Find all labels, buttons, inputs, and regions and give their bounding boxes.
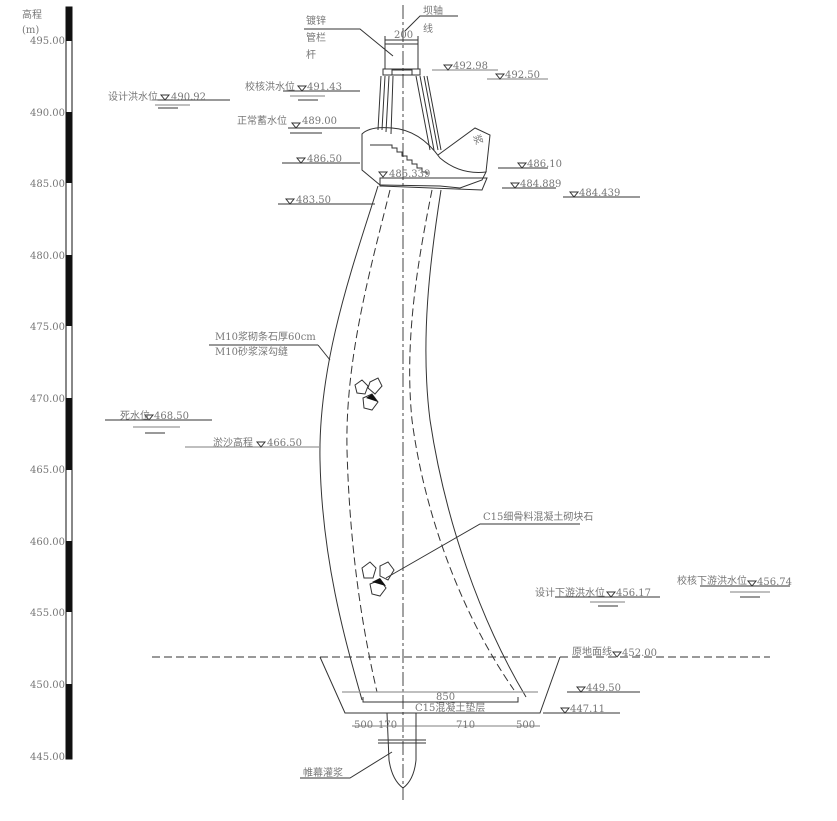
- railing-label: 管栏: [306, 31, 326, 44]
- splash-label: 浆: [470, 133, 486, 147]
- check-downstream-value: 456.74: [757, 577, 792, 588]
- foundation: [152, 656, 770, 789]
- grout-curtain: [386, 712, 417, 789]
- level-447-11: 447.11: [570, 704, 605, 715]
- normal-pool-value: 489.00: [302, 116, 337, 127]
- check-flood-label: 校核洪水位: [245, 80, 295, 93]
- dim-500-right: 500: [516, 720, 535, 731]
- masonry-label: M10浆砌条石厚60cm: [215, 330, 316, 343]
- design-downstream-label: 设计下游洪水位: [535, 586, 605, 599]
- dam-axis-label: 线: [423, 22, 433, 35]
- axis-tick: 445.00: [30, 752, 65, 763]
- axis-tick: 465.00: [30, 465, 65, 476]
- level-marker-icon: [143, 64, 758, 714]
- axis-unit: (m): [22, 25, 39, 36]
- crest-width-dim: 200: [394, 30, 413, 41]
- axis-title: 高程: [22, 8, 42, 21]
- core-material-label: C15细骨料混凝土砌块石: [483, 510, 593, 523]
- block-stone-icon: [354, 377, 383, 411]
- dam-crest: [361, 36, 491, 191]
- level-484-439: 484.439: [579, 188, 620, 199]
- railing-label: 杆: [306, 49, 316, 61]
- axis-tick: 485.00: [30, 179, 65, 190]
- silt-level-value: 466.50: [267, 438, 302, 449]
- dim-170: 170: [378, 720, 397, 731]
- design-flood-value: 490.92: [171, 92, 206, 103]
- dam-body: [319, 185, 527, 701]
- dim-710: 710: [456, 720, 475, 731]
- level-492-98: 492.98: [453, 61, 488, 72]
- axis-tick: 495.00: [30, 36, 65, 47]
- normal-pool-label: 正常蓄水位: [237, 114, 287, 127]
- axis-tick: 455.00: [30, 608, 65, 619]
- check-flood-value: 491.43: [307, 82, 342, 93]
- annotations: 镀锌 管栏 杆 坝轴 线 200 浆 M10浆砌条石厚60cm M10砂浆深勾缝…: [209, 4, 593, 779]
- elevation-scale: 高程 (m) 495.00 490.00 485.00 480.00 475.0…: [22, 6, 73, 763]
- level-492-50: 492.50: [505, 70, 540, 81]
- level-lines: [105, 69, 790, 714]
- axis-tick: 480.00: [30, 251, 65, 262]
- grout-curtain-label: 帷幕灌浆: [303, 766, 343, 779]
- silt-level-label: 淤沙高程: [213, 436, 253, 449]
- ground-line-label: 原地面线: [572, 645, 612, 658]
- design-flood-label: 设计洪水位: [108, 90, 158, 103]
- check-downstream-label: 校核下游洪水位: [677, 574, 747, 587]
- block-stone-icon: [361, 561, 395, 597]
- axis-tick: 490.00: [30, 108, 65, 119]
- masonry-label: M10砂浆深勾缝: [215, 345, 288, 358]
- level-485-339: 485.339: [389, 169, 430, 180]
- dim-500-left: 500: [354, 720, 373, 731]
- dead-level-label: 死水位: [120, 409, 150, 422]
- level-484-889: 484.889: [520, 179, 561, 190]
- level-labels: 设计洪水位 490.92 校核洪水位 491.43 正常蓄水位 489.00 4…: [108, 61, 792, 715]
- ground-line-value: 452.00: [622, 648, 657, 659]
- cushion-label: C15混凝土垫层: [415, 701, 485, 714]
- dim-base: 850: [436, 692, 455, 703]
- level-449-50: 449.50: [586, 683, 621, 694]
- dead-level-value: 468.50: [154, 411, 189, 422]
- dam-axis-label: 坝轴: [423, 4, 443, 17]
- axis-tick: 470.00: [30, 394, 65, 405]
- axis-tick: 475.00: [30, 322, 65, 333]
- axis-tick: 460.00: [30, 537, 65, 548]
- axis-tick: 450.00: [30, 680, 65, 691]
- level-483-50: 483.50: [296, 195, 331, 206]
- level-486-10: 486.10: [527, 159, 562, 170]
- railing-label: 镀锌: [306, 14, 326, 27]
- design-downstream-value: 456.17: [616, 588, 651, 599]
- level-486-50: 486.50: [307, 154, 342, 165]
